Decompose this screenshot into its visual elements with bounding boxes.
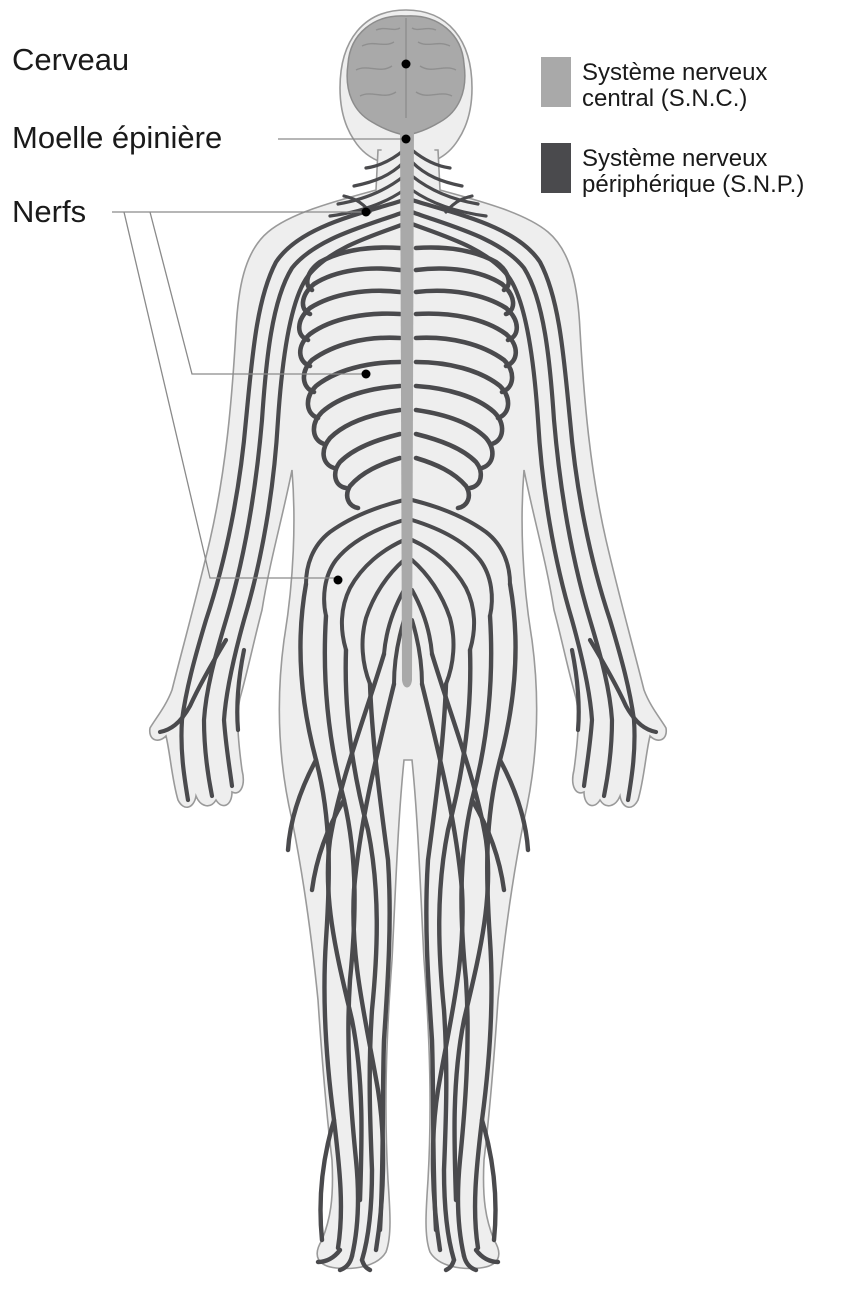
- labels: Cerveau Moelle épinière Nerfs: [12, 42, 222, 229]
- legend-swatch-pns: [541, 143, 571, 193]
- legend: Système nerveux central (S.N.C.) Système…: [541, 57, 804, 198]
- label-spinal-cord: Moelle épinière: [12, 120, 222, 155]
- label-nerves: Nerfs: [12, 194, 86, 229]
- brain-pointer-dot: [402, 60, 411, 69]
- spinal-cord: [400, 120, 414, 688]
- label-brain: Cerveau: [12, 42, 129, 77]
- legend-pns-line1: Système nerveux: [582, 145, 767, 172]
- spinal-cord-pointer-dot: [402, 135, 411, 144]
- legend-pns-line2: périphérique (S.N.P.): [582, 171, 804, 198]
- nerve-pointer-dot-pelvis: [334, 576, 343, 585]
- legend-cns-line1: Système nerveux: [582, 59, 767, 86]
- nerve-pointer-dot-chest: [362, 370, 371, 379]
- legend-swatch-cns: [541, 57, 571, 107]
- nerve-pointer-dot-shoulder: [362, 208, 371, 217]
- legend-cns-line2: central (S.N.C.): [582, 85, 747, 112]
